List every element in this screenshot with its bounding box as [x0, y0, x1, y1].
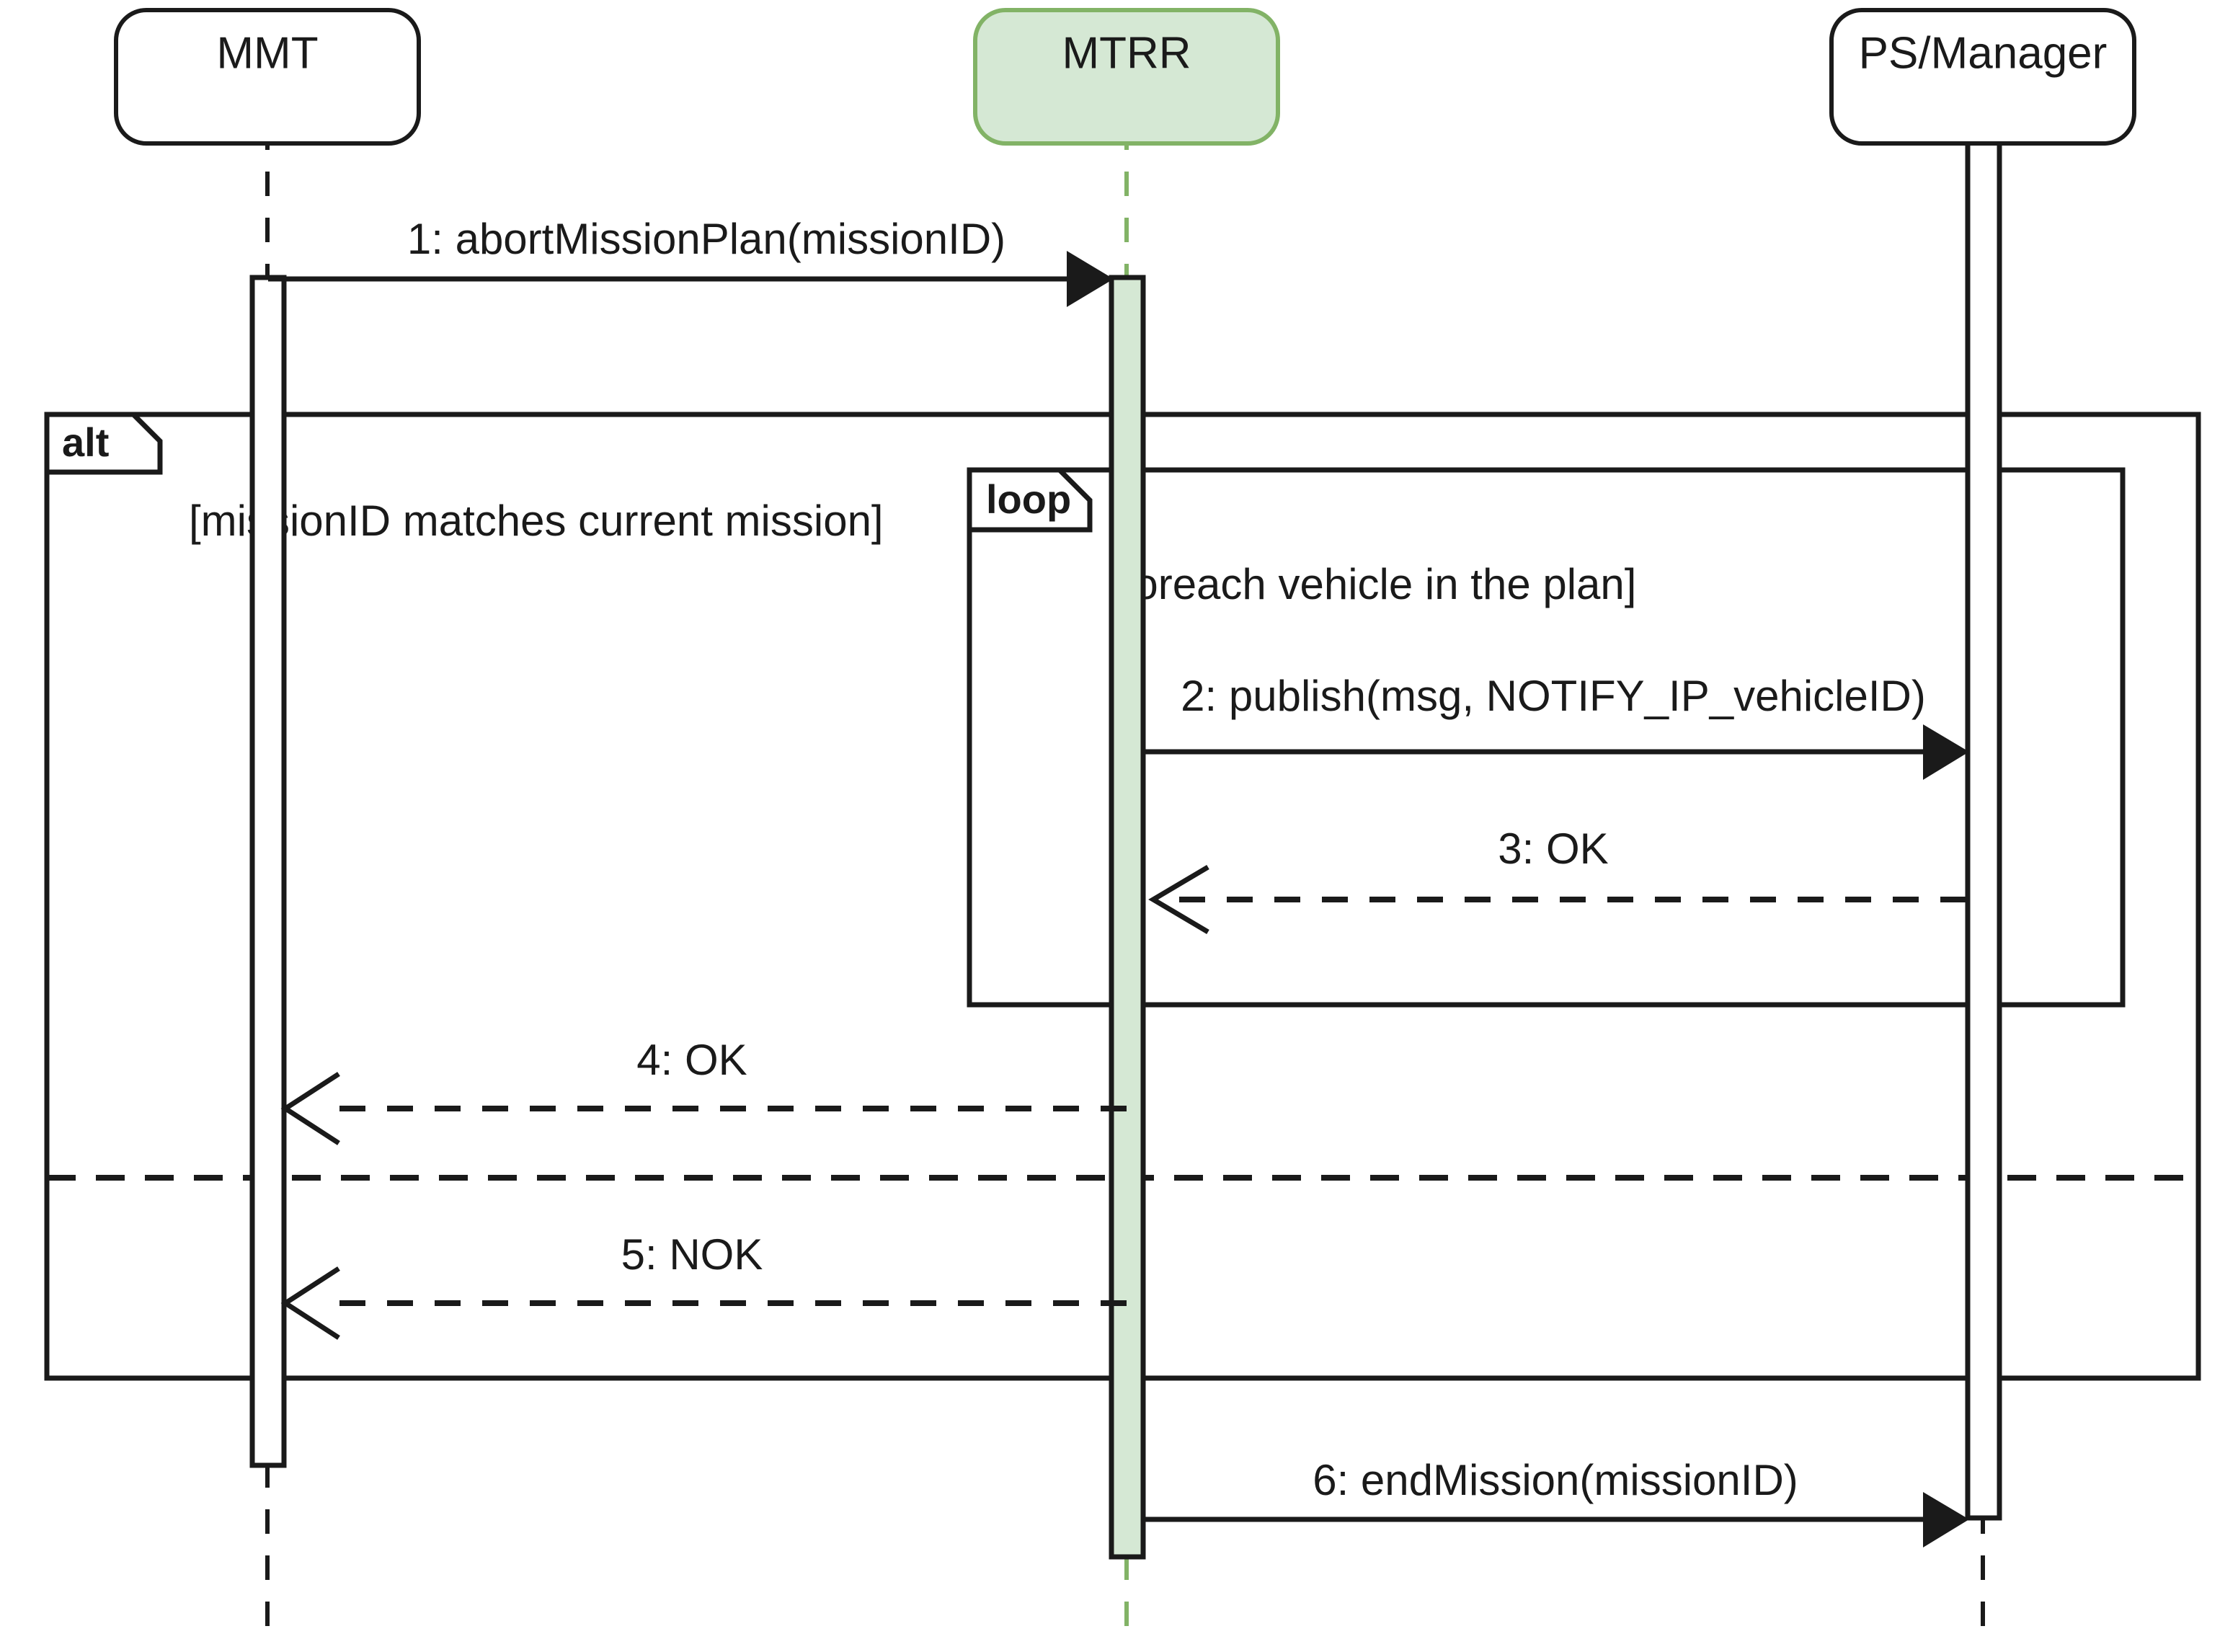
message-6-arrowhead: [1923, 1492, 1969, 1547]
message-1: 1: abortMissionPlan(missionID): [268, 215, 1114, 307]
message-6-label: 6: endMission(missionID): [1313, 1456, 1798, 1504]
message-2: 2: publish(msg, NOTIFY_IP_vehicleID): [1145, 672, 1969, 780]
alt-fragment-tab: [44, 412, 163, 475]
activation-bar-mtrr: [1109, 275, 1146, 1560]
alt-fragment-guard-1: [missionID matches current mission]: [189, 497, 884, 545]
lifeline-box-mmt[interactable]: [114, 8, 421, 146]
loop-fragment-box: [967, 467, 2126, 1008]
loop-fragment-guard-1: [foreach vehicle in the plan]: [1110, 560, 1636, 608]
message-1-label: 1: abortMissionPlan(missionID): [407, 215, 1005, 263]
message-5-arrowhead: [280, 1266, 340, 1340]
lifeline-label-mmt: MMT: [216, 28, 318, 78]
message-4: 4: OK: [280, 1036, 1127, 1145]
lifeline-label-psmanager: PS/Manager: [1859, 28, 2108, 78]
lifeline-header-mtrr[interactable]: MTRR: [973, 8, 1280, 146]
alt-fragment-operator-label: alt: [62, 419, 109, 465]
message-6: 6: endMission(missionID): [1145, 1456, 1969, 1547]
lifeline-header-psmanager[interactable]: PS/Manager: [1829, 8, 2136, 146]
message-1-arrowhead: [1067, 251, 1114, 307]
activation-bar-psmanager: [1965, 75, 2002, 1521]
loop-fragment-operator-label: loop: [986, 476, 1071, 522]
message-4-label: 4: OK: [636, 1036, 747, 1084]
loop-fragment-tab: [967, 467, 1093, 533]
activation-bar-mmt: [249, 275, 287, 1468]
message-2-arrowhead: [1923, 724, 1969, 780]
lifeline-box-psmanager[interactable]: [1829, 8, 2136, 146]
message-3-arrowhead: [1148, 864, 1209, 935]
message-3-label: 3: OK: [1498, 825, 1608, 873]
lifeline-label-mtrr: MTRR: [1062, 28, 1191, 78]
message-3: 3: OK: [1148, 825, 1966, 935]
lifeline-box-mtrr[interactable]: [973, 8, 1280, 146]
message-4-arrowhead: [280, 1072, 340, 1145]
message-5: 5: NOK: [280, 1230, 1127, 1340]
message-5-label: 5: NOK: [621, 1230, 763, 1279]
message-2-label: 2: publish(msg, NOTIFY_IP_vehicleID): [1181, 672, 1926, 720]
lifeline-header-mmt[interactable]: MMT: [114, 8, 421, 146]
